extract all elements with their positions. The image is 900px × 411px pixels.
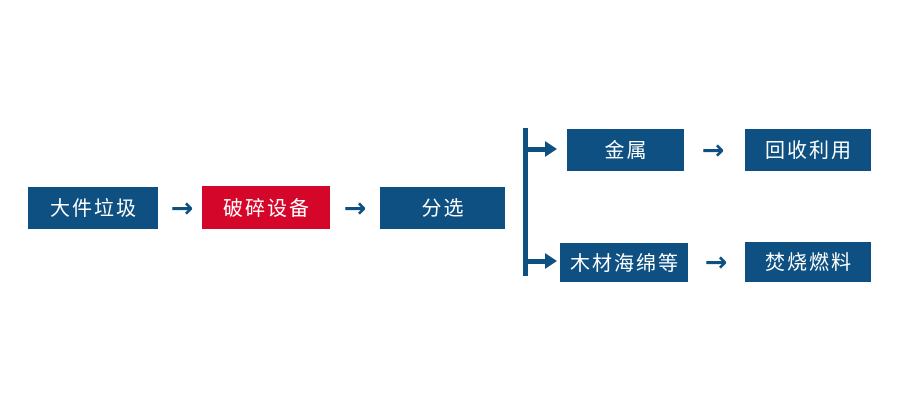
- node-sorting[interactable]: 分选: [380, 187, 505, 229]
- split-arrowhead-icon-lower: [545, 253, 557, 269]
- split-branch-stub-lower: [528, 259, 546, 264]
- node-bulky-waste[interactable]: 大件垃圾: [28, 187, 158, 229]
- node-incineration-fuel[interactable]: 焚烧燃料: [745, 242, 871, 282]
- split-connector-trunk: [523, 128, 528, 276]
- arrow-right-icon-crusher-to-sorting: →: [343, 192, 367, 224]
- arrow-right-icon-waste-to-crusher: →: [170, 192, 194, 224]
- split-branch-stub-upper: [528, 147, 546, 152]
- node-wood-sponge[interactable]: 木材海绵等: [560, 243, 688, 282]
- arrow-right-icon-wood-to-fuel: →: [704, 246, 728, 278]
- node-crushing-equipment[interactable]: 破碎设备: [202, 186, 330, 229]
- split-arrowhead-icon-upper: [545, 141, 557, 157]
- node-recycle[interactable]: 回收利用: [745, 129, 871, 171]
- node-metal[interactable]: 金属: [567, 129, 684, 171]
- arrow-right-icon-metal-to-recycle: →: [701, 134, 725, 166]
